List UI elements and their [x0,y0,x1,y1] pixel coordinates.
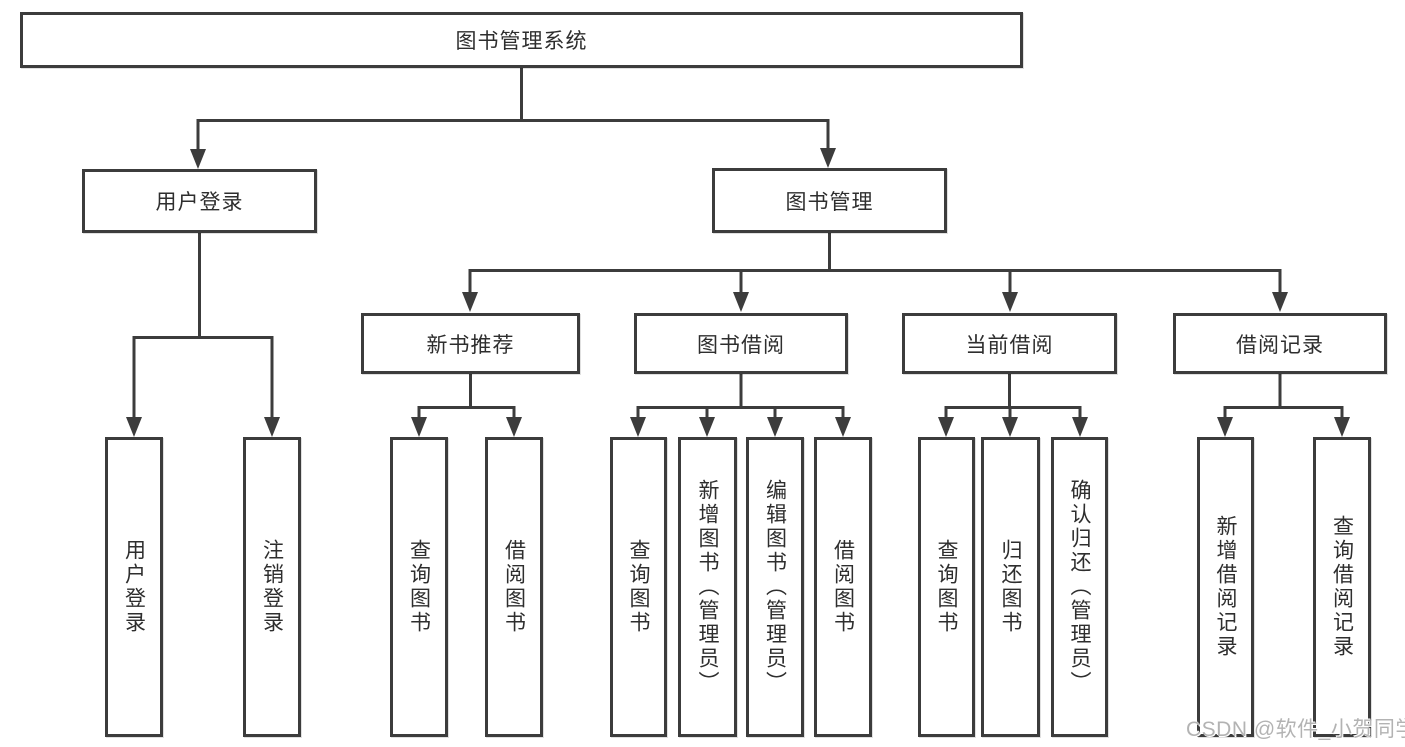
leaf-add-borrow-record-label: 新增借阅记录 [1214,515,1237,659]
leaf-edit-book-admin-label: 编辑图书（管理员） [763,479,787,695]
csdn-watermark: CSDN @软件_小贺同学 [1186,718,1405,741]
node-book-borrow: 图书借阅 [634,313,848,374]
leaf-query-book-borrow-label: 查询图书 [627,539,650,635]
leaf-add-borrow-record: 新增借阅记录 [1197,437,1254,737]
node-borrow-record: 借阅记录 [1173,313,1387,374]
leaf-borrow-book-recommend: 借阅图书 [485,437,543,737]
leaf-user-login: 用户登录 [105,437,163,737]
node-book-borrow-label: 图书借阅 [697,333,785,357]
leaf-query-book-borrow: 查询图书 [610,437,667,737]
leaf-query-book-current-label: 查询图书 [935,539,958,635]
node-new-book-recommend: 新书推荐 [361,313,580,374]
leaf-confirm-return-admin: 确认归还（管理员） [1051,437,1108,737]
leaf-query-borrow-record-label: 查询借阅记录 [1330,515,1354,659]
leaf-logout-login-label: 注销登录 [260,539,284,635]
node-user-login-label: 用户登录 [155,191,244,214]
leaf-query-book-recommend: 查询图书 [390,437,448,737]
leaf-borrow-book: 借阅图书 [814,437,872,737]
node-book-management: 图书管理 [712,168,947,233]
leaf-edit-book-admin: 编辑图书（管理员） [746,437,804,737]
leaf-add-book-admin: 新增图书（管理员） [678,437,737,737]
leaf-confirm-return-admin-label: 确认归还（管理员） [1068,479,1091,695]
node-borrow-record-label: 借阅记录 [1236,333,1324,357]
node-book-management-label: 图书管理 [785,190,874,214]
node-new-book-recommend-label: 新书推荐 [426,333,515,357]
leaf-borrow-book-recommend-label: 借阅图书 [502,539,526,635]
leaf-borrow-book-label: 借阅图书 [831,539,855,635]
leaf-query-book-current: 查询图书 [918,437,975,737]
node-current-borrow-label: 当前借阅 [965,333,1054,357]
leaf-user-login-label: 用户登录 [122,539,146,635]
leaf-add-book-admin-label: 新增图书（管理员） [696,479,719,695]
node-library-system-label: 图书管理系统 [455,30,588,53]
leaf-logout-login: 注销登录 [243,437,301,737]
leaf-return-book-label: 归还图书 [999,539,1022,635]
leaf-return-book: 归还图书 [981,437,1040,737]
node-current-borrow: 当前借阅 [902,313,1117,374]
node-library-system: 图书管理系统 [20,12,1023,68]
leaf-query-book-recommend-label: 查询图书 [407,539,431,635]
leaf-query-borrow-record: 查询借阅记录 [1313,437,1371,737]
node-user-login: 用户登录 [82,169,317,233]
